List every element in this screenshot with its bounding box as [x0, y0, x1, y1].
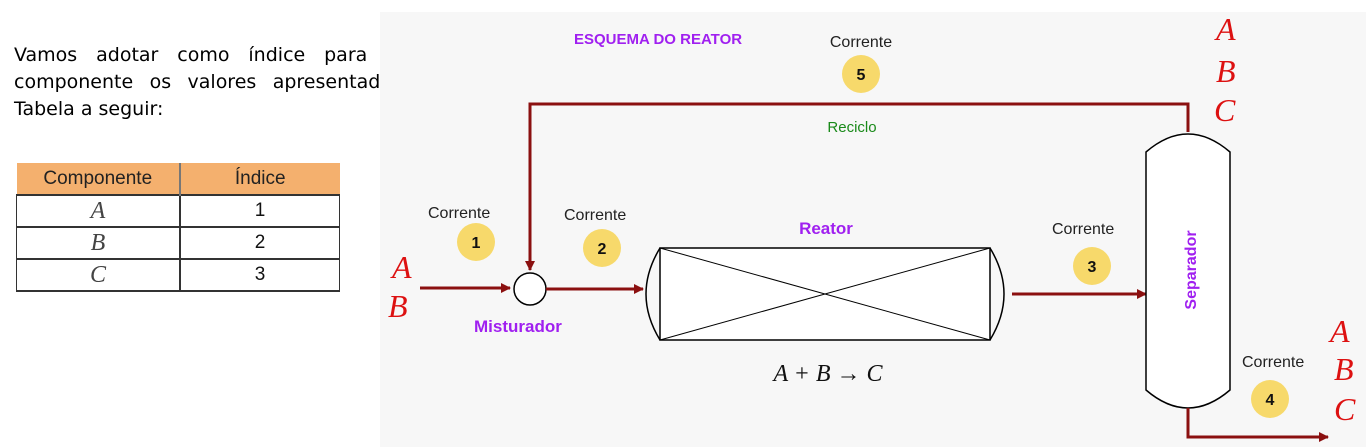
- table-row: B 2: [16, 226, 340, 259]
- separator-label: Separador: [1183, 230, 1200, 309]
- stream-2-badge: [583, 229, 621, 267]
- index-cell: 1: [179, 194, 340, 227]
- stream-3-label: Corrente: [1052, 221, 1114, 238]
- stream-4-number: 4: [1266, 392, 1275, 409]
- recycle-pipe: [525, 102, 1190, 271]
- stream-1-label: Corrente: [428, 205, 490, 222]
- table-row: C 3: [16, 258, 340, 292]
- intro-text: Vamos adotar como índice para cada compo…: [14, 44, 432, 120]
- table-header-row: Componente Índice: [16, 163, 340, 195]
- stream-3-badge: [1073, 247, 1111, 285]
- recycle-component-b: B: [1216, 53, 1236, 89]
- stream-3-number: 3: [1088, 259, 1097, 276]
- reactor-vessel: [645, 247, 1005, 341]
- mixer-label: Misturador: [474, 317, 562, 336]
- stream-4-label: Corrente: [1242, 354, 1304, 371]
- diagram-title: ESQUEMA DO REATOR: [574, 31, 742, 48]
- stream-5-label: Corrente: [830, 34, 892, 51]
- header-componente: Componente: [16, 163, 181, 195]
- index-cell: 3: [179, 258, 340, 292]
- separator-vessel: [1145, 133, 1231, 409]
- recycle-component-a: A: [1214, 12, 1236, 47]
- mixer-node: [513, 272, 547, 306]
- feed-component-b: B: [388, 288, 408, 324]
- product-component-c: C: [1334, 391, 1356, 427]
- reaction-equation: A + B → C: [771, 361, 883, 387]
- stream-5-number: 5: [857, 67, 866, 84]
- stream-2-label: Corrente: [564, 207, 626, 224]
- stream-5-badge: [842, 55, 880, 93]
- index-cell: 2: [179, 226, 340, 259]
- product-pipe: [1186, 408, 1329, 442]
- product-component-a: A: [1328, 313, 1350, 349]
- header-indice: Índice: [180, 163, 340, 195]
- product-component-b: B: [1334, 351, 1354, 387]
- component-index-table: Componente Índice A 1 B 2 C 3: [16, 163, 340, 292]
- component-cell: A: [16, 194, 181, 227]
- stream-4-badge: [1251, 380, 1289, 418]
- recycle-label: Reciclo: [827, 119, 876, 136]
- component-cell: C: [16, 258, 181, 292]
- component-cell: B: [16, 226, 181, 259]
- table-row: A 1: [16, 194, 340, 227]
- stream-1-number: 1: [472, 235, 481, 252]
- stream-2-number: 2: [598, 241, 607, 258]
- reactor-schematic: ESQUEMA DO REATOR A B Misturador Corrent…: [380, 12, 1366, 447]
- feed-component-a: A: [390, 249, 412, 285]
- reactor-label: Reator: [799, 219, 853, 238]
- recycle-component-c: C: [1214, 92, 1236, 128]
- stream-1-badge: [457, 223, 495, 261]
